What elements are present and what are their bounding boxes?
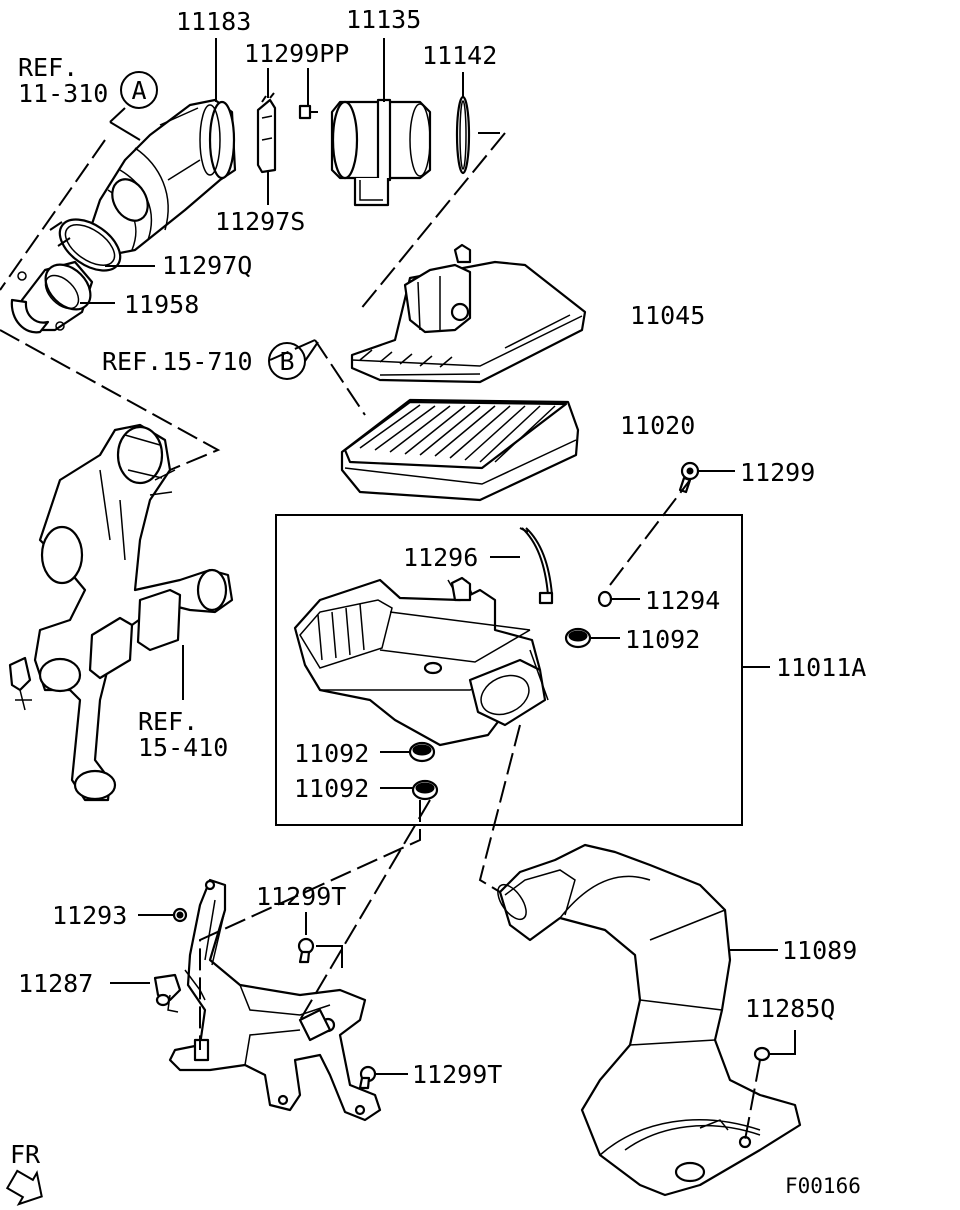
label-11020: 11020 xyxy=(620,411,695,440)
air-duct-11089 xyxy=(497,843,802,1197)
label-11092-upper: 11092 xyxy=(294,739,369,768)
bolt-11299pp xyxy=(298,104,318,120)
part-number-labels: 11183 11135 11299PP 11142 REF. 11-310 11… xyxy=(10,5,866,1198)
leader-lines-top xyxy=(80,38,464,304)
bolt-11299 xyxy=(678,461,735,494)
assembly-box-11011a xyxy=(275,514,743,826)
label-11294: 11294 xyxy=(645,586,720,615)
label-ref-a-line2: 11-310 xyxy=(18,79,108,108)
grommet-11092-right xyxy=(564,627,620,649)
callout-b: B xyxy=(268,342,306,380)
label-11299t-upper: 11299T xyxy=(256,882,346,911)
label-11011a: 11011A xyxy=(776,653,866,682)
engine-intake-reference xyxy=(8,423,234,802)
sensor-harness-11296 xyxy=(490,527,554,605)
connector-11958 xyxy=(10,260,94,334)
label-11296: 11296 xyxy=(403,543,478,572)
grommet-11092-left-lower xyxy=(380,779,439,801)
callout-a-letter: A xyxy=(131,76,146,105)
callout-a: A xyxy=(120,71,158,109)
label-11089: 11089 xyxy=(782,936,857,965)
intake-hose-11183 xyxy=(88,98,237,257)
callout-b-leader xyxy=(304,341,319,362)
bracket-assembly xyxy=(110,878,382,1122)
front-arrow-icon xyxy=(5,1169,43,1206)
label-11092-right: 11092 xyxy=(625,625,700,654)
clamp-11297q xyxy=(49,218,122,272)
label-11299pp: 11299PP xyxy=(244,39,349,68)
label-ref-c-line2: 15-410 xyxy=(138,733,228,762)
label-11285q: 11285Q xyxy=(745,994,835,1023)
label-fr: FR xyxy=(10,1140,41,1169)
label-ref-c-line1: REF. xyxy=(138,707,198,736)
label-11297s: 11297S xyxy=(215,207,305,236)
label-11287: 11287 xyxy=(18,969,93,998)
label-11135: 11135 xyxy=(346,5,421,34)
seal-ring-11142 xyxy=(455,95,471,175)
air-filter-element-11020 xyxy=(340,398,580,502)
label-11142: 11142 xyxy=(422,41,497,70)
label-11045: 11045 xyxy=(630,301,705,330)
label-11299t-lower: 11299T xyxy=(412,1060,502,1089)
label-11299: 11299 xyxy=(740,458,815,487)
clip-11297s xyxy=(256,92,277,174)
bolt-11299t-lower xyxy=(358,1065,408,1090)
collar-11294 xyxy=(597,590,640,608)
nut-11293 xyxy=(138,907,188,923)
label-11958: 11958 xyxy=(124,290,199,319)
label-ref-a-line1: REF. xyxy=(18,53,78,82)
callout-b-letter: B xyxy=(279,347,294,376)
label-ref-b: REF.15-710 xyxy=(102,347,253,376)
label-11297q: 11297Q xyxy=(162,251,252,280)
air-cleaner-cover-11045 xyxy=(350,243,587,384)
bolt-11299t-upper xyxy=(297,912,343,968)
air-cleaner-case xyxy=(293,576,549,747)
label-11293: 11293 xyxy=(52,901,127,930)
label-11092-lower: 11092 xyxy=(294,774,369,803)
figure-code: F00166 xyxy=(785,1174,861,1198)
airflow-sensor-11135 xyxy=(330,98,432,207)
grommet-11092-left-upper xyxy=(380,741,436,763)
label-11183: 11183 xyxy=(176,7,251,36)
dashed-guide-lines xyxy=(0,132,761,1141)
